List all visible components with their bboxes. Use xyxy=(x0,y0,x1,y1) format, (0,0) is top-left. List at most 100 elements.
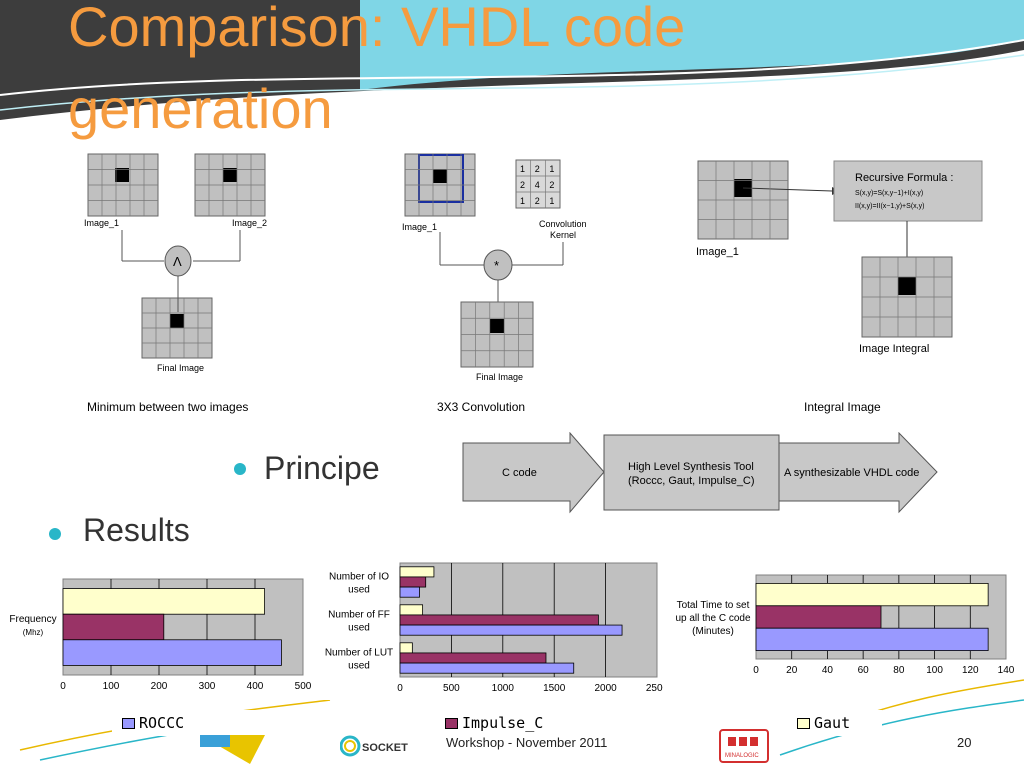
category-label: Number of LUT xyxy=(325,648,393,659)
min-operator: Λ xyxy=(173,254,182,269)
integral-formula-line1: S(x,y)=S(x,y−1)+I(x,y) xyxy=(855,190,923,197)
chart2-svg: 05001000150020002500Number of IOusedNumb… xyxy=(325,562,663,694)
bar-gaut xyxy=(399,604,424,616)
footer-text: Workshop - November 2011 xyxy=(446,735,608,750)
x-tick-label: 2500 xyxy=(646,683,663,694)
integral-image1-label: Image_1 xyxy=(696,246,739,258)
x-tick-label: 1000 xyxy=(492,683,515,694)
minalogic-logo-icon: MINALOGIC xyxy=(719,729,769,763)
chart-resources: 05001000150020002500Number of IOusedNumb… xyxy=(317,548,663,700)
legend-swatch-roccc xyxy=(122,718,135,729)
figure-integral: Image_1 Recursive Formula : S(x,y)=S(x,y… xyxy=(692,155,984,360)
figure-minimum: Image_1 Image_2 Λ Final Image xyxy=(80,150,275,378)
bar-roccc xyxy=(62,639,282,666)
integral-formula-title: Recursive Formula : xyxy=(855,172,953,184)
minimum-diagram: Image_1 Image_2 Λ Final Image xyxy=(84,153,267,373)
conv-operator: * xyxy=(494,258,499,273)
x-tick-label: 100 xyxy=(926,665,943,676)
x-tick-label: 500 xyxy=(295,681,312,692)
kernel-value: 1 xyxy=(549,164,554,174)
chart1-svg: 0 100 200 300 400 500 xyxy=(60,578,312,692)
caption-integral: Integral Image xyxy=(804,400,881,414)
integral-formula-line2: II(x,y)=II(x−1,y)+S(x,y) xyxy=(855,203,924,210)
bar-gaut xyxy=(62,588,266,615)
x-tick-label: 60 xyxy=(858,665,870,676)
chart1-cat-line1: Frequency xyxy=(9,614,57,625)
bullet-results: Results xyxy=(83,512,190,548)
kernel-value: 2 xyxy=(549,180,554,190)
integral-diagram: Image_1 Recursive Formula : S(x,y)=S(x,y… xyxy=(696,160,983,355)
x-tick-label: 1500 xyxy=(543,683,566,694)
bar-impulse-c xyxy=(399,576,427,588)
bar-roccc xyxy=(399,586,420,598)
category-label: (Minutes) xyxy=(692,626,734,637)
x-tick-label: 0 xyxy=(397,683,403,694)
bar-roccc xyxy=(399,662,575,674)
kernel-value: 1 xyxy=(549,196,554,206)
x-tick-label: 140 xyxy=(998,665,1015,676)
x-tick-label: 40 xyxy=(822,665,834,676)
bullet-dot-results xyxy=(49,528,61,540)
legend-swatch-gaut xyxy=(797,718,810,729)
category-label: used xyxy=(348,585,370,596)
page-number: 20 xyxy=(957,735,972,750)
min-image2-label: Image_2 xyxy=(232,218,267,228)
partner-logo-icon xyxy=(200,735,265,764)
category-label: Number of IO xyxy=(329,572,389,583)
x-tick-label: 2000 xyxy=(594,683,617,694)
x-tick-label: 500 xyxy=(443,683,460,694)
bar-roccc xyxy=(755,627,989,651)
category-label: used xyxy=(348,661,370,672)
conv-kernel-label-2: Kernel xyxy=(550,230,576,240)
x-tick-label: 100 xyxy=(103,681,120,692)
kernel-value: 1 xyxy=(520,164,525,174)
bullet-principe: Principe xyxy=(264,450,380,486)
kernel-value: 2 xyxy=(535,196,540,206)
bar-impulse-c xyxy=(399,652,547,664)
x-tick-label: 400 xyxy=(247,681,264,692)
header-swoosh xyxy=(0,0,1024,120)
min-final-label: Final Image xyxy=(157,363,204,373)
x-tick-label: 0 xyxy=(753,665,759,676)
legend-label-impulse: Impulse_C xyxy=(462,714,544,732)
bullet-dot-principe xyxy=(234,463,246,475)
x-tick-label: 80 xyxy=(893,665,905,676)
category-label: Total Time to set xyxy=(677,600,750,611)
kernel-value: 2 xyxy=(535,164,540,174)
caption-convolution: 3X3 Convolution xyxy=(437,400,526,414)
x-tick-label: 300 xyxy=(199,681,216,692)
flow-input-arrow xyxy=(462,432,605,514)
chart-frequency: Frequency (Mhz) 0 100 200 300 400 500 xyxy=(8,565,314,693)
bar-gaut xyxy=(399,642,413,654)
flow-output-arrow xyxy=(778,432,938,514)
conv-image1-label: Image_1 xyxy=(402,222,437,232)
figure-convolution: Image_1 Convolution Kernel * Final Image… xyxy=(398,150,598,385)
x-tick-label: 120 xyxy=(962,665,979,676)
legend-swatch-impulse xyxy=(445,718,458,729)
x-tick-label: 200 xyxy=(151,681,168,692)
flow-tool-line2: (Roccc, Gaut, Impulse_C) xyxy=(628,475,755,487)
bar-impulse-c xyxy=(62,613,165,641)
bar-gaut xyxy=(399,566,435,578)
conv-final-label: Final Image xyxy=(476,372,523,382)
x-tick-label: 0 xyxy=(60,681,66,692)
flow-output-label: A synthesizable VHDL code xyxy=(784,467,919,479)
flow-tool-line1: High Level Synthesis Tool xyxy=(628,461,754,473)
integral-final-label: Image Integral xyxy=(859,343,929,355)
conv-kernel-label-1: Convolution xyxy=(539,219,587,229)
socket-logo-icon: SOCKET xyxy=(340,735,408,757)
bar-impulse-c xyxy=(755,605,882,629)
chart1-cat-line2: (Mhz) xyxy=(22,628,44,637)
min-image1-label: Image_1 xyxy=(84,218,119,228)
caption-minimum: Minimum between two images xyxy=(87,400,249,414)
svg-text:MINALOGIC: MINALOGIC xyxy=(725,753,759,759)
kernel-value: 2 xyxy=(520,180,525,190)
convolution-diagram: Image_1 Convolution Kernel * Final Image… xyxy=(402,153,587,382)
bar-impulse-c xyxy=(399,614,599,626)
legend-label-gaut: Gaut xyxy=(814,714,851,732)
slide-title: Comparison: VHDL code generation xyxy=(68,0,686,140)
category-label: used xyxy=(348,623,370,634)
bar-roccc xyxy=(399,624,623,636)
category-label: up all the C code xyxy=(675,613,750,624)
